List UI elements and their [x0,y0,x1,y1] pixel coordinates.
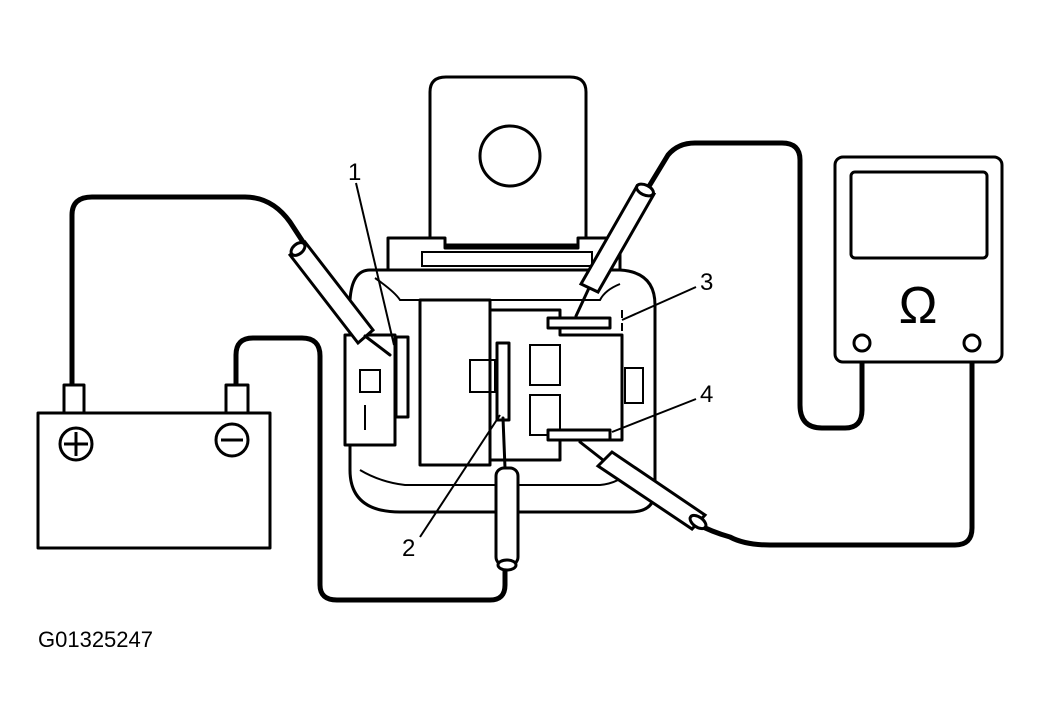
label-terminal-3: 3 [700,269,713,296]
mounting-hole [478,124,542,188]
terminal-3 [546,316,612,330]
wire-terminal4-meter [692,359,975,548]
terminal-2 [495,341,511,422]
wires [69,140,975,603]
terminal-1 [394,335,410,419]
probe-terminal-4 [578,440,708,531]
ohmmeter: Ω [833,155,1004,364]
terminal-4 [546,428,612,442]
wire-battery-positive [69,194,308,391]
label-terminal-4: 4 [700,381,713,408]
ohm-symbol: Ω [899,277,938,335]
relay [343,75,657,514]
leader-lines [355,182,697,538]
probe-terminal-2 [494,416,520,572]
figure-code: G01325247 [38,627,153,652]
relay-mounting-tab [428,75,588,247]
probe-terminal-3 [574,182,657,318]
meter-jack-right [962,333,982,353]
label-terminal-2: 2 [402,535,415,562]
probe-terminal-1 [287,239,392,357]
meter-jack-left [852,333,872,353]
positive-terminal-icon [58,426,94,462]
negative-terminal-icon [214,422,250,458]
battery [36,383,272,550]
label-terminal-1: 1 [348,159,361,186]
probes [287,182,708,572]
wire-battery-negative [233,335,508,603]
wire-terminal3-meter [645,140,865,431]
